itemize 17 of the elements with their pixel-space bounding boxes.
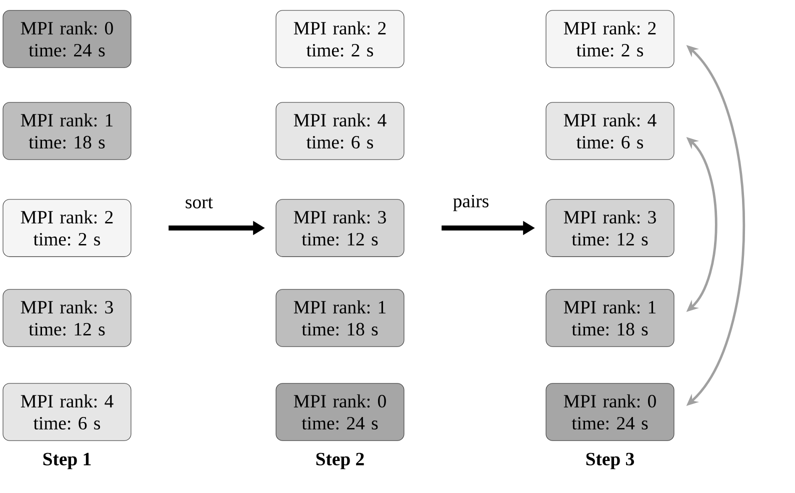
process-box: MPI rank: 3 time: 12 s [276, 199, 404, 257]
edge-label: sort [186, 198, 213, 208]
process-box: MPI rank: 2 time: 2 s [276, 10, 404, 68]
edge-label: pairs [453, 194, 488, 212]
process-box: MPI rank: 4 time: 6 s [2, 383, 132, 441]
process-box: MPI rank: 2 time: 2 s [2, 199, 132, 257]
process-box: MPI rank: 3 time: 12 s [546, 199, 674, 257]
process-box: MPI rank: 4 time: 6 s [276, 102, 404, 160]
process-box: MPI rank: 0 time: 24 s [276, 383, 404, 441]
process-box: MPI rank: 3 time: 12 s [2, 289, 132, 347]
process-box: MPI rank: 2 time: 2 s [546, 10, 674, 68]
process-box: MPI rank: 4 time: 6 s [546, 102, 674, 160]
process-box: MPI rank: 0 time: 24 s [2, 10, 132, 68]
process-box: MPI rank: 1 time: 18 s [2, 102, 132, 160]
process-box: MPI rank: 0 time: 24 s [546, 383, 674, 441]
process-box: MPI rank: 1 time: 18 s [276, 289, 404, 347]
process-box: MPI rank: 1 time: 18 s [546, 289, 674, 347]
